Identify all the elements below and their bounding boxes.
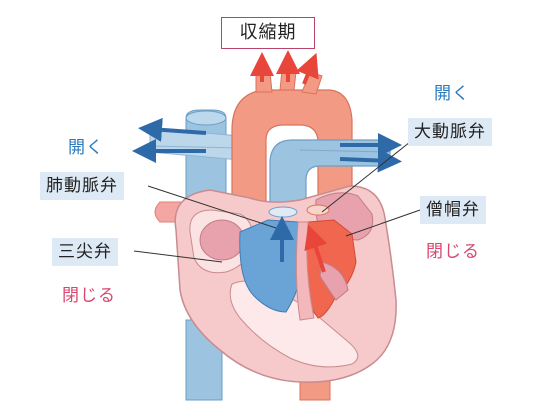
arrow-left-ventricle-up [304, 224, 328, 273]
aorta-arrow-3 [296, 52, 319, 85]
aortic-valve-ring [306, 204, 330, 216]
leader-aortic-valve [321, 141, 411, 213]
leader-pulmonary-valve [147, 185, 277, 229]
pulm-left-arrow-1 [138, 117, 207, 142]
aortic-open-label: 開く [434, 84, 470, 104]
pulmonary-valve-label: 肺動脈弁 [40, 172, 124, 200]
aortic-valve-label: 大動脈弁 [408, 118, 492, 146]
mitral-close-label: 閉じる [426, 242, 480, 262]
phase-title: 収縮期 [221, 17, 315, 49]
pulmonary-open-label: 開く [68, 138, 104, 158]
pulmonary-valve-ring [268, 206, 298, 218]
mitral-valve-label: 僧帽弁 [420, 196, 486, 224]
leader-tricuspid-valve [133, 250, 223, 263]
leader-mitral-valve [345, 209, 421, 237]
tricuspid-close-label: 閉じる [62, 286, 116, 306]
tricuspid-valve-label: 三尖弁 [52, 238, 118, 266]
pulm-right-arrow-2 [339, 148, 402, 173]
